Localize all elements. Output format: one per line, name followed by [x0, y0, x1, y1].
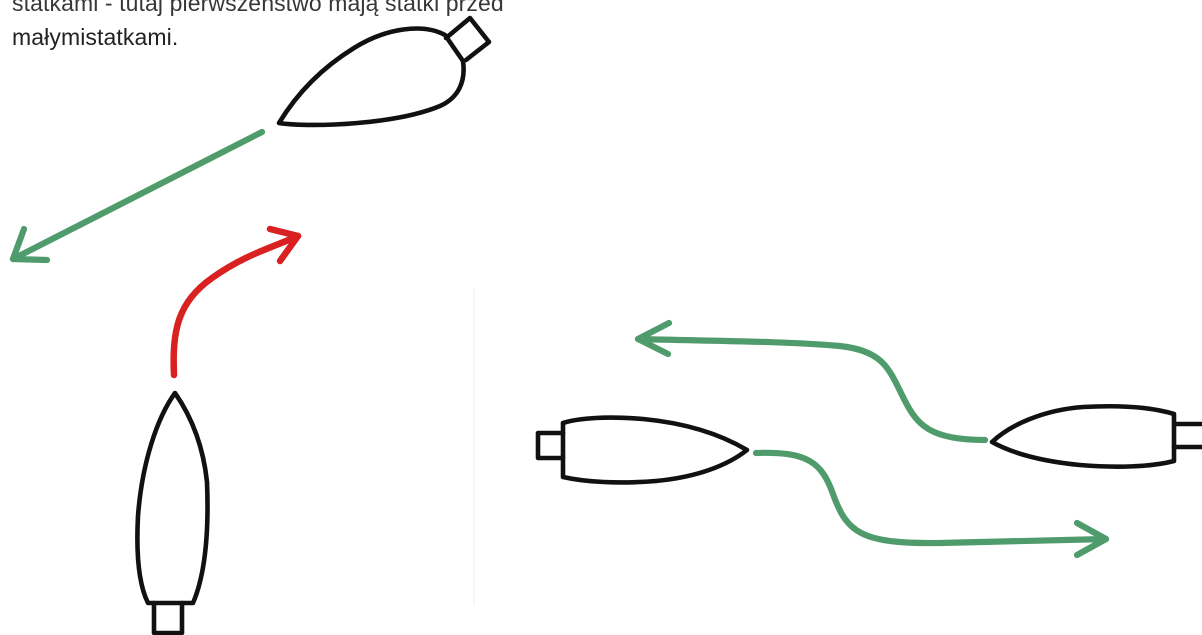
lower-right-green-arrow-head [1073, 519, 1110, 559]
caption-line-2: małymistatkami. [12, 24, 179, 50]
top-left-green-arrow-head [9, 225, 51, 264]
top-diagonal-boat [276, 15, 492, 128]
scene-divider [473, 288, 475, 606]
upper-right-green-arrow-head [634, 319, 673, 358]
top-left-green-arrow-shaft [9, 128, 266, 263]
red-turn-arrow [170, 225, 302, 379]
red-turn-arrow-head [266, 225, 302, 265]
center-right-boat-hull [560, 415, 750, 485]
caption-text: statkami - tutaj pierwszeństwo mają stat… [12, 0, 652, 54]
bottom-left-boat-engine [151, 600, 185, 635]
far-right-boat-engine [1171, 421, 1202, 450]
center-right-boat-engine [535, 430, 566, 461]
top-diagonal-boat-hull [276, 26, 466, 128]
upper-right-green-arrow-shaft [634, 335, 989, 444]
top-left-green-arrow [9, 128, 266, 264]
caption-line-1: statkami - tutaj pierwszeństwo mają stat… [12, 0, 504, 16]
bottom-left-boat-hull [135, 390, 210, 606]
center-right-boat [535, 415, 750, 485]
red-turn-arrow-shaft [170, 232, 302, 379]
upper-right-green-arrow [634, 319, 989, 444]
bottom-left-vertical-boat [135, 390, 210, 635]
far-right-boat [989, 403, 1202, 469]
lower-right-green-arrow-shaft [752, 449, 1110, 547]
far-right-boat-hull [989, 403, 1177, 469]
top-diagonal-boat-engine [443, 15, 492, 63]
lower-right-green-arrow [752, 449, 1110, 559]
